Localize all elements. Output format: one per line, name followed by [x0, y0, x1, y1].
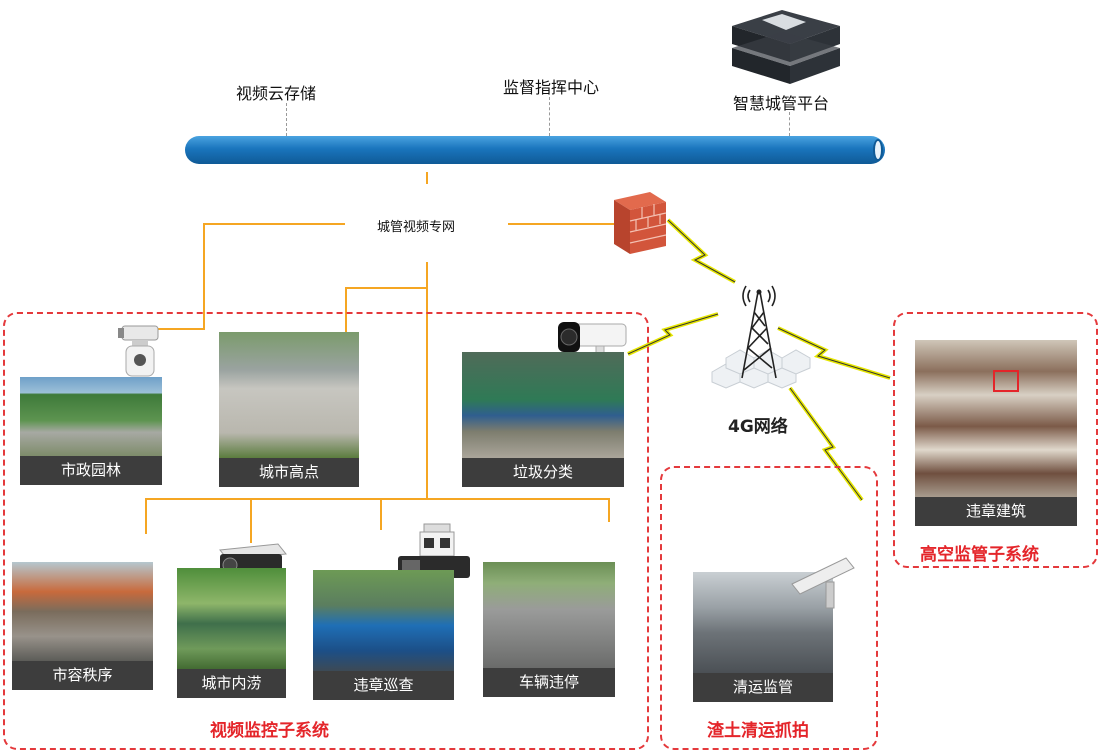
- net-left-camera-line: [155, 328, 205, 330]
- video-monitor-group: [3, 312, 649, 750]
- card-patrol: 违章巡查: [313, 570, 454, 700]
- drop-patrol: [380, 498, 382, 530]
- muck-transport-group-title: 渣土清运抓拍: [707, 721, 809, 741]
- platform-label: 智慧城管平台: [733, 94, 830, 113]
- parking-photo: [483, 562, 615, 668]
- card-transport-label: 清运监管: [693, 673, 833, 702]
- video-monitor-group-title: 视频监控子系统: [210, 721, 329, 741]
- net-left-line: [203, 223, 345, 225]
- mobile-network-label: 4G网络: [728, 417, 788, 437]
- server-icon: [732, 10, 840, 84]
- card-waterlogging-label: 城市内涝: [177, 669, 286, 698]
- net-right-line: [508, 223, 616, 225]
- backbone-pipe: [185, 136, 885, 164]
- private-network-label: 城管视频专网: [377, 216, 456, 235]
- ptz-camera-icon: [118, 325, 159, 377]
- card-parking-label: 车辆违停: [483, 668, 615, 697]
- pipe-end-cap: [873, 139, 883, 161]
- card-building: 违章建筑: [915, 340, 1077, 526]
- card-patrol-label: 违章巡查: [313, 671, 454, 700]
- lower-bus-line: [145, 498, 610, 500]
- high-altitude-group-title: 高空监管子系统: [920, 545, 1039, 565]
- net-trunk-line: [426, 262, 428, 500]
- card-garbage: 垃圾分类: [462, 352, 624, 487]
- park-photo: [20, 377, 162, 456]
- cell-tower-icon: [711, 285, 811, 389]
- card-park-label: 市政园林: [20, 456, 162, 485]
- high-point-drop-line: [345, 287, 347, 334]
- high-point-photo: [219, 332, 359, 458]
- waterlogging-photo: [177, 568, 286, 669]
- command-center-label: 监督指挥中心: [503, 78, 600, 97]
- card-waterlogging: 城市内涝: [177, 568, 286, 698]
- net-left-drop-line: [203, 223, 205, 330]
- cloud-storage-label: 视频云存储: [236, 84, 317, 103]
- high-point-branch-line: [345, 287, 428, 289]
- pipe-to-net-line: [426, 172, 428, 184]
- street-order-photo: [12, 562, 153, 661]
- drop-parking: [608, 498, 610, 522]
- high-altitude-group: [893, 312, 1098, 568]
- card-high-point: 城市高点: [219, 332, 359, 487]
- platform-connector: [789, 112, 790, 136]
- card-parking: 车辆违停: [483, 562, 615, 697]
- card-street-order-label: 市容秩序: [12, 661, 153, 690]
- building-photo: [915, 340, 1077, 497]
- patrol-photo: [313, 570, 454, 671]
- card-street-order: 市容秩序: [12, 562, 153, 690]
- firewall-icon: [614, 192, 667, 254]
- command-center-connector: [549, 97, 550, 136]
- muck-transport-group: [660, 466, 878, 750]
- card-building-label: 违章建筑: [915, 497, 1077, 526]
- card-high-point-label: 城市高点: [219, 458, 359, 487]
- highlight-box: [993, 370, 1019, 392]
- gate-camera-icon: [791, 557, 855, 609]
- card-park: 市政园林: [20, 377, 162, 485]
- drop-street-order: [145, 498, 147, 534]
- card-garbage-label: 垃圾分类: [462, 458, 624, 487]
- cloud-storage-connector: [286, 103, 287, 136]
- garbage-photo: [462, 352, 624, 458]
- drop-waterlogging: [250, 498, 252, 543]
